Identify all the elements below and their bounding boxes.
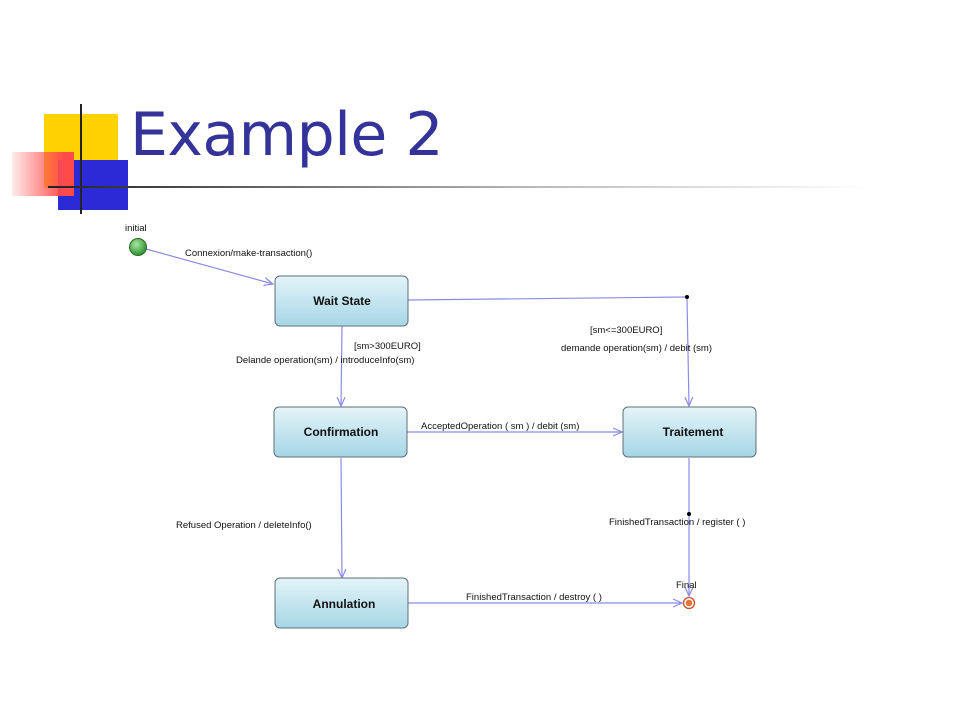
state-traitement-label: Traitement [663, 425, 724, 439]
edge-initial-to-wait [145, 248, 273, 284]
slide-title: Example 2 [130, 100, 444, 170]
state-annulation-label: Annulation [313, 597, 376, 611]
state-wait-label: Wait State [313, 294, 371, 308]
junction-point [687, 512, 691, 516]
transition-label-gt-guard: [sm>300EURO] [354, 341, 421, 352]
transition-label-finished-register: FinishedTransaction / register ( ) [609, 517, 745, 528]
state-wait[interactable]: Wait State [274, 275, 409, 327]
state-confirmation[interactable]: Confirmation [273, 406, 408, 458]
transition-label-le-action: demande operation(sm) / debit (sm) [561, 343, 712, 354]
transition-label-le-guard: [sm<=300EURO] [590, 325, 662, 336]
decor-vertical-line [80, 104, 82, 214]
transition-label-refused: Refused Operation / deleteInfo() [176, 520, 312, 531]
edge-wait-to-confirmation [341, 325, 342, 406]
transition-label-connexion: Connexion/make-transaction() [185, 248, 312, 259]
state-annulation[interactable]: Annulation [274, 577, 409, 629]
transition-label-accepted: AcceptedOperation ( sm ) / debit (sm) [421, 421, 579, 432]
state-confirmation-label: Confirmation [304, 425, 379, 439]
transition-label-finished-destroy: FinishedTransaction / destroy ( ) [466, 592, 602, 603]
junction-point [685, 295, 689, 299]
state-traitement[interactable]: Traitement [622, 406, 757, 458]
transition-label-gt-action: Delande operation(sm) / introduceInfo(sm… [236, 355, 414, 366]
decor-red-square [12, 152, 74, 196]
initial-state-node[interactable] [129, 238, 147, 256]
edge-junction-to-traitement [687, 297, 689, 406]
edge-confirmation-to-annulation [341, 457, 342, 578]
final-state-core [685, 599, 693, 607]
edge-wait-to-junction [407, 296, 687, 301]
initial-label: initial [125, 223, 147, 234]
title-underline [48, 186, 868, 188]
final-label: Final [676, 580, 697, 591]
